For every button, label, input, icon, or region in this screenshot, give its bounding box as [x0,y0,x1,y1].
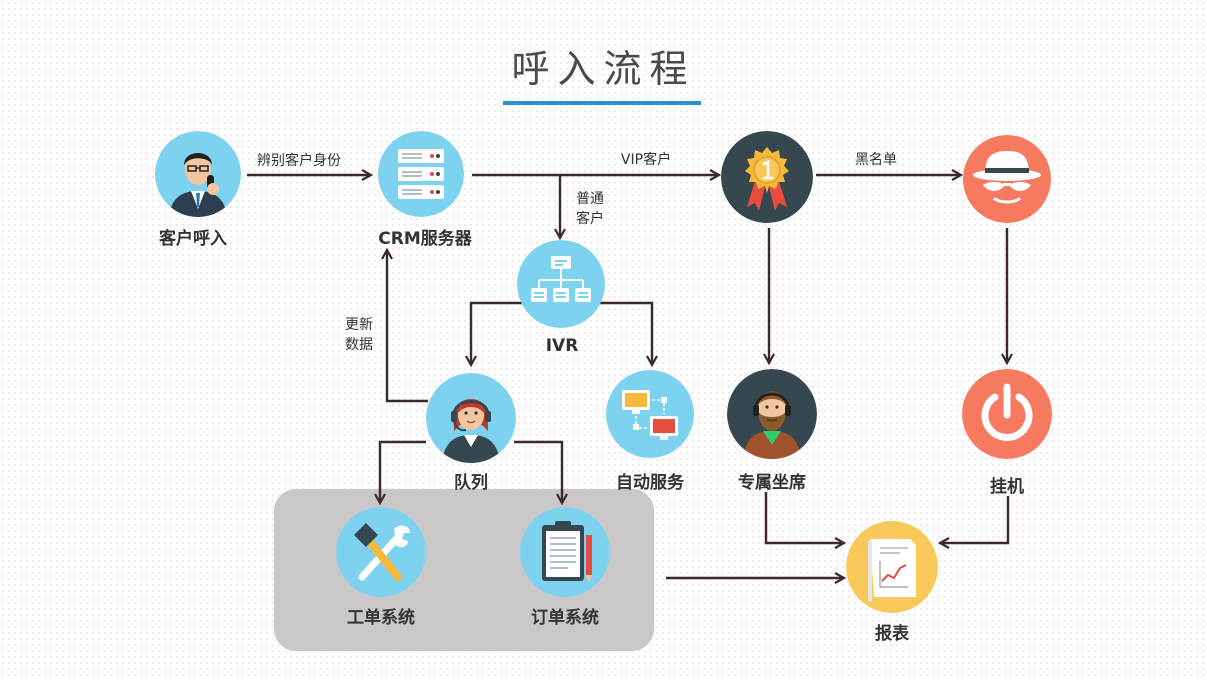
first-place-medal-icon[interactable] [721,131,813,223]
caller-label: 客户呼入 [159,229,227,249]
edge-label-vip: VIP客户 [620,152,672,168]
title-underline [503,101,701,105]
server-rack-icon[interactable] [378,131,464,217]
edge-label-identify: 辨别客户身份 [257,153,341,169]
edge-queue-crm [387,250,428,403]
bearded-agent-icon[interactable] [727,369,817,459]
spy-hat-icon[interactable] [963,135,1051,223]
queue-label: 队列 [454,473,488,493]
hammer-wrench-icon[interactable] [336,507,426,597]
edge-ivr-selfservice [600,301,652,365]
page-title: 呼入流程 [511,47,696,91]
power-icon[interactable] [962,369,1052,459]
report-chart-icon[interactable] [846,521,938,613]
self-service-label: 自动服务 [616,473,684,493]
order-system-label: 订单系统 [531,608,599,628]
edge-queue-order [514,440,562,503]
agent-headset-icon[interactable] [426,373,516,463]
customer-phone-icon[interactable] [155,131,241,217]
ivr-label: IVR [545,336,579,356]
edge-label-blacklist: 黑名单 [855,152,897,168]
edge-queue-ticket [380,440,426,503]
edge-label-update-1: 更新 [345,317,373,333]
edge-label-regular-1: 普通 [576,191,604,207]
report-label: 报表 [875,624,909,644]
clipboard-icon[interactable] [520,507,610,597]
edge-hangup-report [940,496,1010,543]
edge-label-regular-2: 客户 [576,211,604,227]
flowchart-icon[interactable] [517,240,605,328]
ticket-system-label: 工单系统 [347,608,415,628]
edge-agent-report [764,492,844,543]
edge-label-update-2: 数据 [345,337,373,353]
crm-label: CRM服务器 [378,229,472,249]
edge-ivr-queue [471,301,522,365]
network-monitors-icon[interactable] [606,370,694,458]
dedicated-agent-label: 专属坐席 [738,473,806,493]
hangup-label: 挂机 [990,477,1024,497]
